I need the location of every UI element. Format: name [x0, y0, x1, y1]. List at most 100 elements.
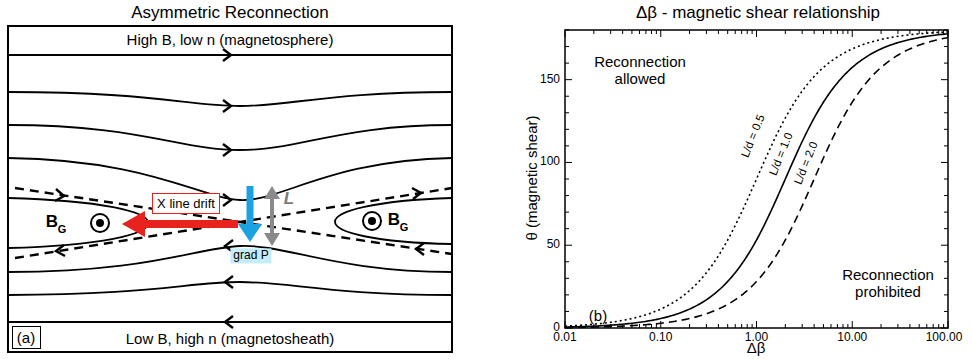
- axis-tick: [852, 321, 853, 328]
- axis-tick: [919, 30, 920, 34]
- axis-tick: [941, 328, 948, 329]
- axis-tick: [752, 30, 753, 34]
- axis-tick: [944, 195, 948, 196]
- axis-tick: [656, 324, 657, 328]
- axis-tick: [565, 162, 572, 163]
- axis-ticks: [565, 30, 948, 328]
- axis-tick: [565, 30, 566, 37]
- axis-tick: [831, 30, 832, 34]
- axis-tick: [752, 324, 753, 328]
- axis-tick: [938, 30, 939, 34]
- axis-tick: [565, 311, 569, 312]
- width-arrow-shaft: [270, 196, 274, 236]
- axis-tick: [847, 324, 848, 328]
- label: L/d = 0.5: [739, 113, 768, 160]
- axis-tick: [689, 324, 690, 328]
- axis-tick: [565, 228, 569, 229]
- axis-tick: [660, 30, 661, 37]
- axis-tick: [881, 30, 882, 34]
- axis-tick: [565, 294, 569, 295]
- guide-field-dot: [96, 219, 104, 227]
- label: Δβ - magnetic shear relationship: [636, 4, 880, 23]
- label: G: [400, 221, 409, 233]
- node-text: X line drift: [157, 196, 215, 211]
- field-line: [335, 198, 452, 244]
- label: B: [46, 213, 58, 232]
- field-arrows: [55, 49, 424, 328]
- label: 0.01: [553, 331, 576, 344]
- boundary-curve: [565, 38, 948, 328]
- axis-tick: [565, 261, 569, 262]
- label: L/d = 1.0: [767, 131, 796, 178]
- axis-tick: [565, 46, 569, 47]
- label: L/d = 2.0: [792, 140, 821, 187]
- axis-tick: [897, 324, 898, 328]
- label: θ (magnetic shear): [524, 115, 541, 240]
- axis-tick: [944, 63, 948, 64]
- label: 100.00: [926, 331, 963, 344]
- axis-tick: [926, 324, 927, 328]
- axis-tick: [565, 278, 569, 279]
- axis-tick: [741, 30, 742, 34]
- axis-tick: [814, 324, 815, 328]
- label: Low B, high n (magnetosheath): [126, 331, 334, 348]
- axis-tick: [565, 112, 569, 113]
- axis-tick: [651, 324, 652, 328]
- axis-tick: [735, 30, 736, 34]
- axis-tick: [565, 179, 569, 180]
- field-arrow: [223, 49, 231, 61]
- axis-tick: [639, 30, 640, 34]
- pressure-arrow-shaft: [247, 186, 254, 226]
- field-arrow: [225, 276, 233, 288]
- label: Asymmetric Reconnection: [131, 4, 328, 23]
- axis-tick: [897, 30, 898, 34]
- axis-tick: [944, 46, 948, 47]
- axis-tick: [565, 96, 569, 97]
- axis-tick: [831, 324, 832, 328]
- label: G: [58, 223, 67, 235]
- drift-arrow-shaft: [143, 220, 238, 228]
- axis-tick: [842, 324, 843, 328]
- label: 150: [540, 73, 560, 86]
- axis-tick: [727, 30, 728, 34]
- axis-tick: [718, 324, 719, 328]
- label: 1.00: [745, 331, 768, 344]
- guide-field-dot: [368, 217, 376, 225]
- axis-tick: [565, 129, 569, 130]
- pressure-arrow-head: [238, 224, 262, 242]
- axis-tick: [785, 324, 786, 328]
- panel-frame: [8, 26, 452, 352]
- axis-tick: [941, 245, 948, 246]
- axis-tick: [944, 278, 948, 279]
- pressure-arrow: [238, 186, 262, 242]
- axis-tick: [948, 321, 949, 328]
- axis-tick: [656, 30, 657, 34]
- axis-tick: [941, 162, 948, 163]
- axis-tick: [802, 30, 803, 34]
- label: High B, low n (magnetosphere): [127, 32, 334, 49]
- axis-tick: [735, 324, 736, 328]
- label: grad P: [230, 248, 271, 263]
- boundary-curve: [565, 34, 948, 327]
- axis-tick: [747, 324, 748, 328]
- axis-tick: [756, 321, 757, 328]
- axis-tick: [909, 324, 910, 328]
- axis-tick: [847, 30, 848, 34]
- axis-tick: [944, 112, 948, 113]
- axis-tick: [944, 261, 948, 262]
- axis-tick: [660, 321, 661, 328]
- axis-tick: [944, 179, 948, 180]
- callout-box: X line drift: [152, 193, 220, 214]
- axis-tick: [814, 30, 815, 34]
- axis-tick: [565, 63, 569, 64]
- field-arrow: [223, 194, 231, 206]
- axis-tick: [718, 30, 719, 34]
- axis-tick: [944, 228, 948, 229]
- axis-tick: [944, 145, 948, 146]
- axis-tick: [944, 294, 948, 295]
- axis-tick: [565, 195, 569, 196]
- node-text: (a): [17, 329, 36, 346]
- field-line: [8, 246, 452, 272]
- axis-tick: [706, 30, 707, 34]
